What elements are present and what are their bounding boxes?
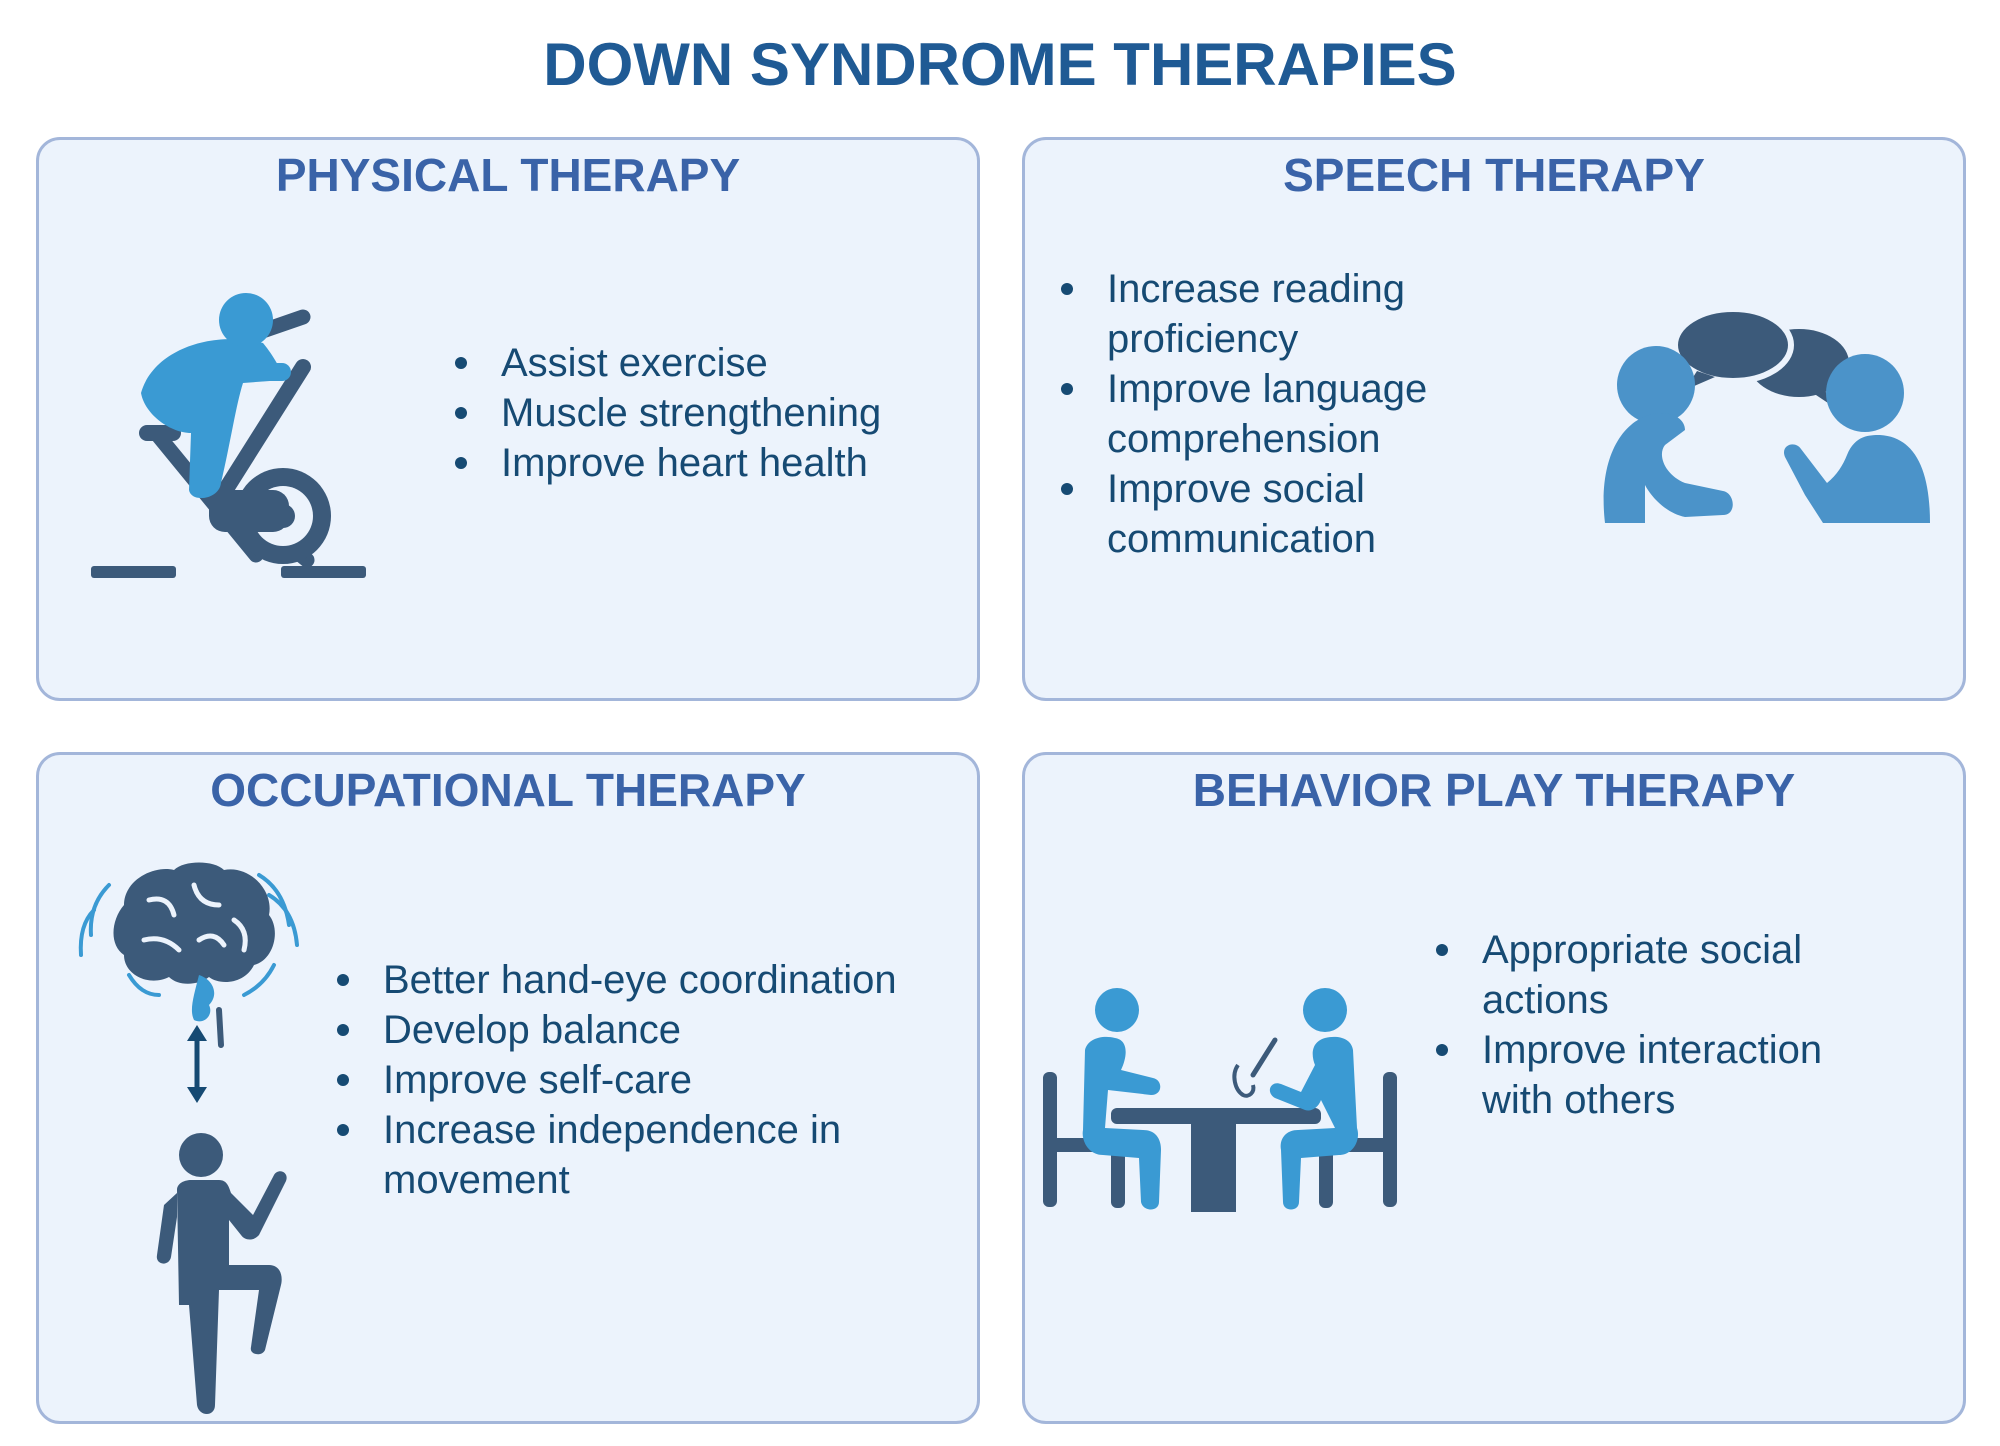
- bullet-list: Appropriate social actions Improve inter…: [1435, 925, 1885, 1125]
- panel-title: BEHAVIOR PLAY THERAPY: [1192, 764, 1796, 816]
- speech-therapy-panel: SPEECH THERAPY Increase reading proficie…: [1022, 137, 1966, 701]
- list-item: Increase reading proficiency: [1060, 264, 1490, 364]
- bullet-list: Increase reading proficiency Improve lan…: [1060, 264, 1490, 564]
- list-item: Increase independence in movement: [336, 1105, 936, 1205]
- panel-title: SPEECH THERAPY: [1283, 149, 1705, 201]
- panel-title: PHYSICAL THERAPY: [275, 149, 741, 201]
- exercise-bike-icon: [91, 293, 366, 578]
- list-item: Improve heart health: [454, 438, 881, 488]
- list-item: Improve interaction with others: [1435, 1025, 1885, 1125]
- list-item: Improve self-care: [336, 1055, 936, 1105]
- list-item: Appropriate social actions: [1435, 925, 1885, 1025]
- list-item: Improve social communication: [1060, 464, 1490, 564]
- brain-body-icon: [78, 862, 299, 1414]
- behavior-play-therapy-panel: BEHAVIOR PLAY THERAPY Appropriate social…: [1022, 752, 1966, 1424]
- therapy-session-icon: [1043, 988, 1397, 1212]
- list-item: Muscle strengthening: [454, 388, 881, 438]
- physical-therapy-panel: PHYSICAL THERAPY Assist exercise Muscle …: [36, 137, 980, 701]
- conversation-icon: [1603, 306, 1930, 523]
- bullet-list: Assist exercise Muscle strengthening Imp…: [454, 338, 881, 488]
- list-item: Improve language comprehension: [1060, 364, 1490, 464]
- list-item: Assist exercise: [454, 338, 881, 388]
- list-item: Develop balance: [336, 1005, 936, 1055]
- occupational-therapy-panel: OCCUPATIONAL THERAPY Better hand-eye coo…: [36, 752, 980, 1424]
- page-title: DOWN SYNDROME THERAPIES: [543, 31, 1457, 98]
- list-item: Better hand-eye coordination: [336, 955, 936, 1005]
- panel-title: OCCUPATIONAL THERAPY: [210, 764, 806, 816]
- bullet-list: Better hand-eye coordination Develop bal…: [336, 955, 936, 1205]
